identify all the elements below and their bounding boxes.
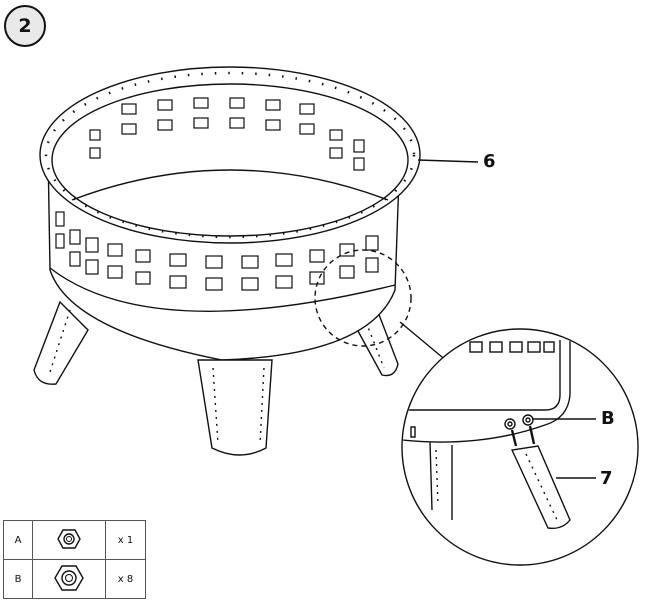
hex-nut-icon: [32, 520, 106, 560]
parts-row-b: B x 8: [3, 559, 146, 599]
bolt-b-pair: [504, 414, 536, 447]
vent-holes-front: [55, 211, 379, 291]
parts-row-a: A x 1: [3, 520, 146, 560]
callout-leg-label: 7: [600, 468, 613, 489]
part-key: A: [3, 520, 33, 560]
hex-nut-icon: [32, 559, 106, 599]
leg-left: [33, 300, 89, 385]
callout-ring-label: 6: [483, 151, 496, 172]
parts-table: A x 1 B x 8: [3, 520, 146, 599]
detail-marker-circle: [314, 249, 412, 347]
part-key: B: [3, 559, 33, 599]
detail-leader: [399, 321, 449, 363]
leg-part-7: [510, 445, 571, 530]
leg-front: [197, 359, 273, 456]
leader-line-6: [417, 159, 479, 163]
vent-holes-back: [89, 97, 365, 171]
part-qty: x 8: [105, 559, 146, 599]
step-number: 2: [18, 15, 32, 37]
part-qty: x 1: [105, 520, 146, 560]
callout-bolt-label: B: [601, 408, 615, 429]
detail-zoom-view: [401, 328, 639, 566]
step-number-badge: 2: [4, 5, 46, 47]
